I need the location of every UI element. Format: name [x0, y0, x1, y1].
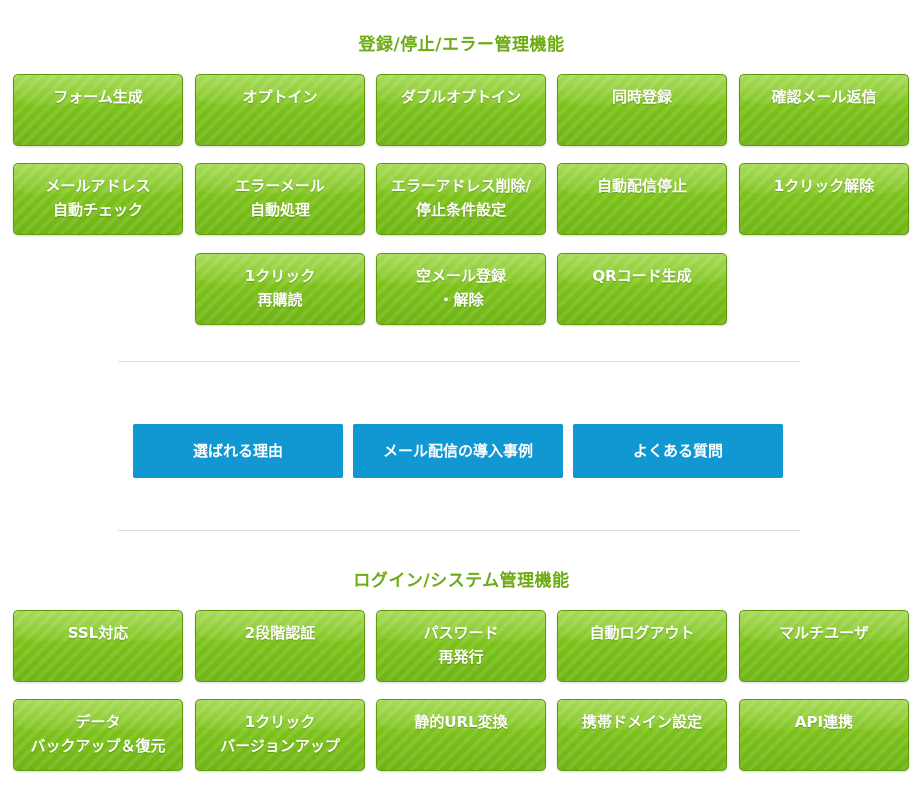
feature-button-error-address-deletion[interactable]: エラーアドレス削除/停止条件設定: [376, 163, 546, 235]
feature-button-auto-delivery-stop[interactable]: 自動配信停止: [557, 163, 727, 235]
button-label: データ: [75, 713, 121, 731]
button-label: 静的URL変換: [414, 713, 508, 731]
button-label: 2段階認証: [244, 624, 316, 642]
button-label-line2: バックアップ＆復元: [30, 737, 166, 755]
feature-button-static-url[interactable]: 静的URL変換: [376, 699, 546, 771]
feature-button-mail-address-check[interactable]: メールアドレス自動チェック: [13, 163, 183, 235]
button-label: 自動ログアウト: [589, 624, 695, 642]
button-label: マルチユーザ: [779, 624, 869, 642]
button-label: 空メール登録: [415, 267, 506, 285]
button-label: ダブルオプトイン: [400, 88, 521, 106]
button-label: QRコード生成: [592, 267, 692, 285]
button-label-line2: バージョンアップ: [220, 737, 340, 755]
button-label: エラーアドレス削除/: [391, 177, 531, 195]
feature-button-confirmation-mail-reply[interactable]: 確認メール返信: [739, 74, 909, 146]
button-label-line2: 再購読: [257, 291, 303, 309]
reasons-link-button[interactable]: 選ばれる理由: [133, 424, 343, 478]
feature-button-one-click-unsubscribe[interactable]: 1クリック解除: [739, 163, 909, 235]
button-label: オプトイン: [242, 88, 318, 106]
section-title-registration: 登録/停止/エラー管理機能: [358, 35, 565, 55]
divider: [118, 530, 800, 531]
feature-button-ssl[interactable]: SSL対応: [13, 610, 183, 682]
button-label: メールアドレス: [45, 177, 151, 195]
divider: [118, 361, 800, 362]
feature-button-one-click-resubscribe[interactable]: 1クリック再購読: [195, 253, 365, 325]
feature-button-two-factor-auth[interactable]: 2段階認証: [195, 610, 365, 682]
feature-button-data-backup-restore[interactable]: データバックアップ＆復元: [13, 699, 183, 771]
button-label-line2: 自動チェック: [52, 201, 143, 219]
feature-button-simultaneous-registration[interactable]: 同時登録: [557, 74, 727, 146]
feature-button-auto-logout[interactable]: 自動ログアウト: [557, 610, 727, 682]
button-label: API連携: [794, 713, 854, 731]
button-label-line2: 停止条件設定: [415, 201, 506, 219]
feature-button-form-generation[interactable]: フォーム生成: [13, 74, 183, 146]
button-label-line2: 自動処理: [249, 201, 310, 219]
feature-button-opt-in[interactable]: オプトイン: [195, 74, 365, 146]
button-label: 同時登録: [611, 88, 672, 106]
feature-button-one-click-version-up[interactable]: 1クリックバージョンアップ: [195, 699, 365, 771]
button-label: 自動配信停止: [596, 177, 687, 195]
button-label: 確認メール返信: [771, 88, 877, 106]
feature-button-empty-mail-registration[interactable]: 空メール登録・解除: [376, 253, 546, 325]
feature-button-double-opt-in[interactable]: ダブルオプトイン: [376, 74, 546, 146]
section-title-login-system: ログイン/システム管理機能: [353, 571, 570, 591]
button-label: 1クリック: [244, 267, 316, 285]
feature-button-mobile-domain[interactable]: 携帯ドメイン設定: [557, 699, 727, 771]
button-label: フォーム生成: [53, 88, 143, 106]
button-label: エラーメール: [235, 177, 325, 195]
faq-link-button[interactable]: よくある質問: [573, 424, 783, 478]
button-label: 1クリック: [244, 713, 316, 731]
feature-button-api-integration[interactable]: API連携: [739, 699, 909, 771]
feature-button-error-mail-processing[interactable]: エラーメール自動処理: [195, 163, 365, 235]
button-label: パスワード: [423, 624, 499, 642]
case-studies-link-button[interactable]: メール配信の導入事例: [353, 424, 563, 478]
feature-button-qr-code-generation[interactable]: QRコード生成: [557, 253, 727, 325]
feature-button-password-reissue[interactable]: パスワード再発行: [376, 610, 546, 682]
button-label: 携帯ドメイン設定: [581, 713, 702, 731]
button-label: 1クリック解除: [773, 177, 875, 195]
button-label-line2: 再発行: [438, 648, 484, 666]
button-label: SSL対応: [67, 624, 129, 642]
feature-button-multi-user[interactable]: マルチユーザ: [739, 610, 909, 682]
button-label-line2: ・解除: [438, 291, 484, 309]
